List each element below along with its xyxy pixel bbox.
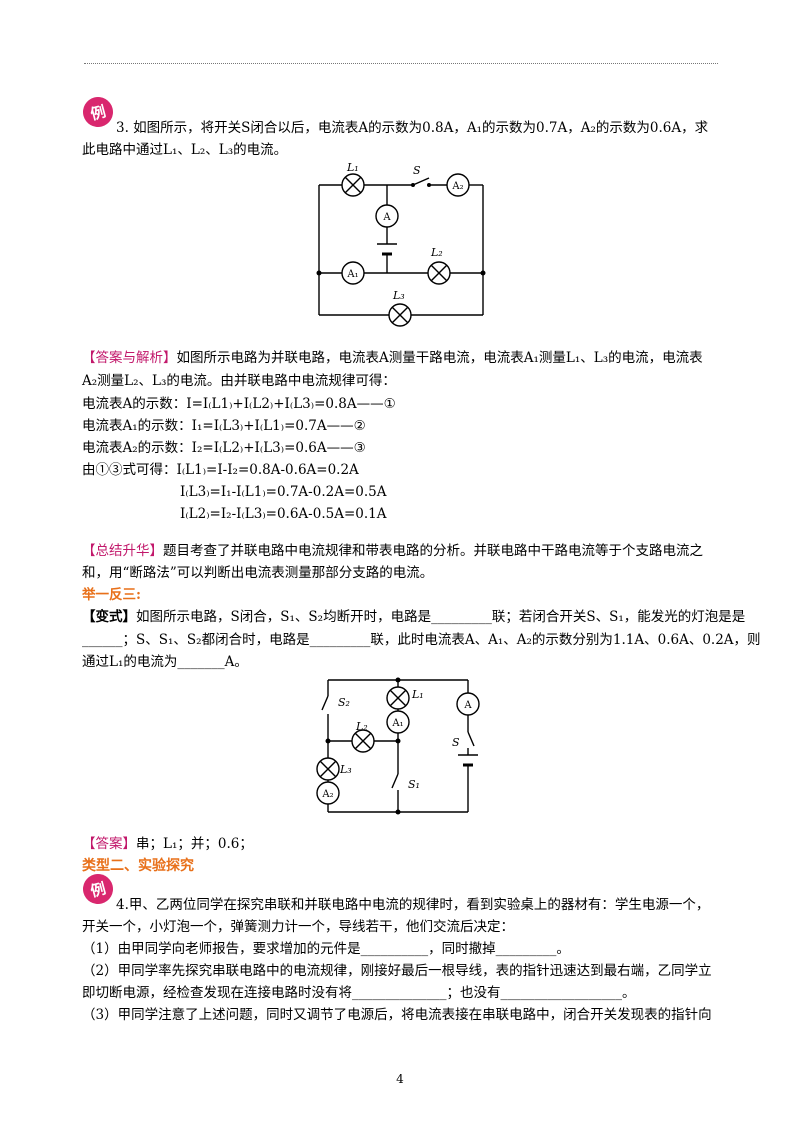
circuit-diagram-2: S₂ L₁ L₂ S L₃ S₁ A₁ A A₂	[316, 677, 480, 815]
label-L3: L₃	[392, 289, 405, 302]
practice-line1: 【变式】如图所示电路，S闭合，S₁、S₂均断开时，电路是_________联；若…	[82, 609, 746, 625]
practice-heading: 举一反三:	[82, 587, 141, 603]
answer-line2: A₂测量L₂、L₃的电流。由并联电路中电流规律可得：	[82, 373, 396, 389]
summary-line1: 【总结升华】题目考查了并联电路中电流规律和带表电路的分析。并联电路中干路电流等于…	[82, 543, 703, 559]
junction-dot	[325, 738, 331, 744]
label-A2: A₂	[321, 789, 333, 800]
header-rule	[84, 63, 718, 64]
circuit-diagram-1: L₁ S L₂ L₃ A₂ A A₁	[316, 161, 486, 327]
q4-part2-line1: （2）甲同学率先探究串联电路中的电流规律，刚接好最后一根导线，表的指针迅速达到最…	[82, 963, 712, 979]
label-A: A	[382, 212, 391, 223]
practice-answer: 【答案】串；L₁；并；0.6；	[82, 836, 253, 852]
answer-derive2: I₍L3₎=I₁-I₍L1₎=0.7A-0.2A=0.5A	[180, 484, 387, 500]
junction-dot	[427, 183, 431, 187]
summary-line2: 和，用“断路法”可以判断出电流表测量那部分支路的电流。	[82, 565, 434, 581]
answer-eq3: 电流表A₂的示数：I₂=I₍L2₎+I₍L3₎=0.6A——③	[82, 440, 366, 456]
label-A1: A₁	[391, 718, 403, 729]
label-A2: A₂	[451, 181, 463, 192]
junction-dot	[395, 809, 401, 815]
answer-eq2: 电流表A₁的示数：I₁=I₍L3₎+I₍L1₎=0.7A——②	[82, 418, 366, 434]
answer-line1: 【答案与解析】如图所示电路为并联电路，电流表A测量干路电流，电流表A₁测量L₁、…	[82, 350, 703, 366]
label-A: A	[463, 700, 472, 711]
label-L3: L₃	[339, 763, 352, 776]
answer-derive1: 由①③式可得：I₍L1₎=I-I₂=0.8A-0.6A=0.2A	[82, 462, 359, 478]
q3-line2: 此电路中通过L₁、L₂、L₃的电流。	[82, 142, 288, 158]
practice-tag: 【变式】	[82, 609, 136, 625]
label-L2: L₂	[355, 720, 368, 733]
practice-line3: 通过L₁的电流为_______A。	[82, 654, 248, 670]
junction-dot	[411, 183, 415, 187]
answer-eq1: 电流表A的示数：I=I₍L1₎+I₍L2₎+I₍L3₎=0.8A——①	[82, 396, 396, 412]
label-A1: A₁	[346, 269, 358, 280]
summary-tag: 【总结升华】	[82, 543, 163, 559]
label-S1: S₁	[408, 778, 420, 791]
label-S: S	[413, 164, 421, 177]
answer-tag: 【答案与解析】	[82, 350, 177, 366]
section2-heading: 类型二、实验探究	[82, 858, 194, 874]
example-badge-2: 例	[79, 870, 117, 908]
label-L1: L₁	[411, 688, 424, 701]
example-badge: 例	[79, 93, 117, 131]
label-L1: L₁	[346, 161, 359, 174]
practice-line2: ______；S、S₁、S₂都闭合时，电路是_________联，此时电流表A、…	[82, 632, 761, 648]
q3-line1: 3. 如图所示，将开关S闭合以后，电流表A的示数为0.8A，A₁的示数为0.7A…	[116, 120, 709, 136]
q4-line1: 4.甲、乙两位同学在探究串联和并联电路中电流的规律时，看到实验桌上的器材有：学生…	[116, 897, 710, 913]
q4-part2-line2: 即切断电源，经检查发现在连接电路时没有将______________；也没有__…	[82, 985, 636, 1001]
label-S: S	[452, 736, 460, 749]
junction-dot	[316, 270, 322, 276]
page-number: 4	[396, 1072, 404, 1086]
label-S2: S₂	[338, 696, 350, 709]
junction-dot	[480, 270, 486, 276]
practice-answer-tag: 【答案】	[82, 836, 136, 852]
q4-line2: 开关一个，小灯泡一个，弹簧测力计一个，导线若干，他们交流后决定：	[82, 919, 514, 935]
label-L2: L₂	[430, 246, 443, 259]
q4-part3: （3）甲同学注意了上述问题，同时又调节了电源后，将电流表接在串联电路中，闭合开关…	[82, 1007, 712, 1023]
junction-dot	[395, 738, 401, 744]
answer-derive3: I₍L2₎=I₂-I₍L3₎=0.6A-0.5A=0.1A	[180, 506, 387, 522]
junction-dot	[395, 677, 401, 683]
q4-part1: （1）由甲同学向老师报告，要求增加的元件是__________，同时撤掉____…	[82, 941, 570, 957]
